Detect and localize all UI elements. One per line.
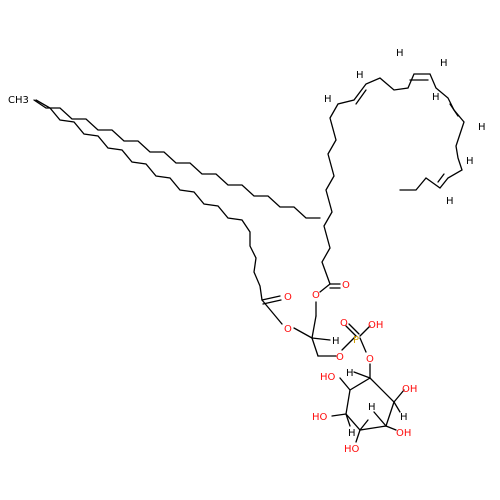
c2-ho [339,377,351,391]
c6-oh [393,389,405,403]
p-o-inositol [359,337,367,353]
p-oh [359,325,371,337]
c5-h [373,411,387,427]
glycerol-c2-h [311,337,331,341]
glycerol-c2-c1 [311,315,317,339]
ho-c2-label: HO [320,372,336,383]
h-alkene-4b-label: H [446,196,454,207]
o-phosphate-double-label: O [340,318,348,329]
o-right-carbonyl-label: O [342,280,350,291]
c3-ho [331,413,347,417]
stearoyl-carbonyl-2 [262,299,282,305]
stearoyl-line [35,99,263,301]
o-phosphate-glycerol-label: O [336,352,344,363]
h-c6-label: H [400,412,408,423]
h-glycerol-label: H [332,336,340,347]
h-alkene-3a-label: H [432,92,440,103]
h-c3-label: H [348,428,356,439]
right-ester-o-c [319,283,331,293]
h-alkene-2b-label: H [440,58,448,69]
h-alkene-1b-label: H [324,94,332,105]
left-acyl-chain-visible [33,99,321,219]
ch3-label: CH3 [8,95,29,106]
atom-label-layer: CH3 O O O O H O P OH O O HO H OH H HO H … [8,48,486,455]
c1-h [353,371,371,379]
bond-layer [33,99,321,219]
c5-oh [385,425,397,431]
molecule-drawing [35,73,465,443]
oh-c5-label: OH [396,428,411,439]
c4-h [359,419,369,431]
oh-c6-label: OH [402,384,417,395]
o-left-link-label: O [284,324,292,335]
p-o-glycerol [341,335,357,351]
h-alkene-2a-label: H [396,48,404,59]
glycerol-c2-c3 [311,337,319,357]
h-c5-label: H [368,402,376,413]
c6-h [393,401,401,413]
o-left-carbonyl-label: O [284,292,292,303]
double-bond-4-inner [437,173,445,183]
stearoyl-carbonyl-1 [261,295,281,301]
double-bond-1-inner [355,89,367,105]
h-alkene-3b-label: H [478,122,486,133]
ho-c4-label: HO [344,444,360,455]
h-alkene-4a-label: H [466,156,474,167]
p-label: P [353,335,359,346]
double-bond-3-inner [449,103,459,117]
h-c1-label: H [346,368,354,379]
o-right-link-label: O [312,290,320,301]
p-double-o-1 [345,325,357,337]
ho-c3-label: HO [312,412,328,423]
glycerol-o-c2 [293,327,313,339]
h-alkene-1a-label: H [356,70,364,81]
c4-ho [355,429,361,443]
c3-h [345,413,351,427]
oh-phosphate-label: OH [368,320,383,331]
o-phosphate-inositol-label: O [366,354,374,365]
p-double-o-2 [348,323,360,335]
right-acyl-chain [321,73,465,285]
